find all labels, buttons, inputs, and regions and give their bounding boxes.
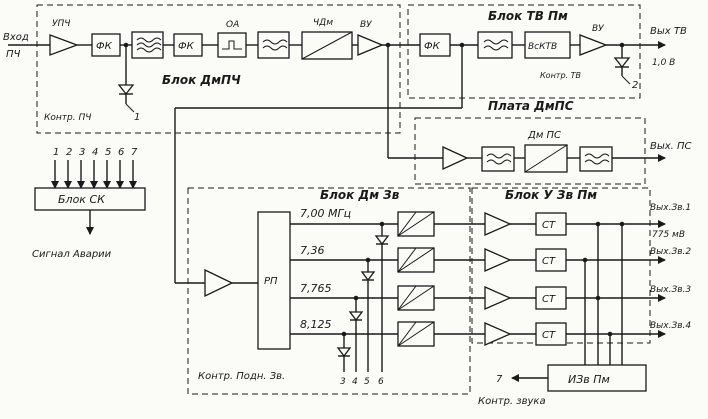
kontr-tv-label: Контр. ТВ [540, 71, 581, 80]
kontr-pch-label: Контр. ПЧ [44, 113, 91, 123]
upch-amplifier [49, 34, 79, 56]
fk1-box [91, 33, 121, 57]
filter1-icon [136, 37, 162, 53]
chdm-label: ЧДм [313, 18, 333, 28]
input-label-1: Вход [3, 32, 29, 43]
oa-icon [222, 40, 242, 50]
zv-amplifier [204, 268, 234, 298]
tvpm-title: Блок ТВ Пм [488, 9, 568, 23]
sk-input-5: 5 [105, 147, 111, 158]
vskvt-box [524, 31, 571, 59]
fk2-box [173, 33, 203, 57]
sk-input-4: 4 [92, 147, 98, 158]
kontr-zvuka-label: Контр. звука [478, 396, 546, 407]
dmps-title: Плата ДмПС [488, 99, 574, 113]
vskvt-label: ВсКТВ [528, 42, 557, 52]
tv-fk-box [419, 33, 451, 57]
sk-input-3: 3 [79, 147, 85, 158]
alarm-label: Сигнал Аварии [32, 249, 112, 260]
block-tvpm-frame [407, 4, 641, 99]
kontr-zv-num-6: 6 [378, 377, 384, 387]
freq-2: 7,36 [300, 244, 325, 257]
oa-label: ОА [226, 20, 239, 30]
zv-out-4: Вых.Зв.4 [650, 321, 691, 331]
tv-filter-icon [483, 39, 509, 51]
filter2-icon [262, 39, 288, 51]
kontr-tv-num: 2 [632, 80, 638, 91]
freq-4: 8,125 [300, 318, 332, 331]
diode-zv-3 [348, 311, 364, 322]
oa-box [217, 32, 247, 58]
diode-zv-1 [374, 235, 390, 246]
st-label-2: СТ [542, 256, 556, 267]
zv-out-3: Вых.Зв.3 [650, 285, 691, 295]
ps-filter2-box [579, 146, 613, 172]
vu-label: ВУ [360, 20, 372, 30]
upch-label: УПЧ [52, 19, 70, 29]
rp-box [257, 211, 291, 350]
block-dmps-frame [414, 117, 646, 185]
uzv-amp-1 [484, 212, 512, 236]
freq-3: 7,765 [300, 282, 332, 295]
kontr-zv-label: Контр. Подн. Зв. [198, 371, 285, 382]
block-dmpch-frame [36, 4, 401, 134]
sk-input-6: 6 [118, 147, 124, 158]
ps-amplifier [442, 145, 469, 171]
ps-out-label: Вых. ПС [650, 141, 692, 152]
filter1-box [131, 31, 164, 59]
tv-out-level: 1,0 В [652, 58, 675, 68]
uzv-amp-3 [484, 286, 512, 310]
fk2-label: ФК [178, 41, 195, 52]
zv-out-1: Вых.Зв.1 [650, 203, 691, 213]
uzv-amp-4 [484, 322, 512, 346]
tv-fk-label: ФК [424, 41, 441, 52]
diode-kontr-tv [613, 57, 631, 69]
vu-amplifier [357, 34, 384, 56]
diode-kontr-pch [117, 84, 135, 96]
zv-out-2: Вых.Зв.2 [650, 247, 691, 257]
izv-num: 7 [496, 374, 503, 385]
uzv-amp-2 [484, 248, 512, 272]
izv-label: ИЗв Пм [568, 373, 610, 386]
sk-input-7: 7 [131, 147, 138, 158]
diode-zv-2 [360, 271, 376, 282]
sk-input-2: 2 [66, 147, 72, 158]
kontr-pch-num: 1 [134, 112, 140, 123]
st-label-4: СТ [542, 330, 556, 341]
st-label-3: СТ [542, 294, 556, 305]
dmpch-title: Блок ДмПЧ [162, 73, 241, 87]
sk-input-1: 1 [53, 147, 59, 158]
kontr-zv-num-5: 5 [364, 377, 370, 387]
izv-box [547, 364, 647, 392]
tv-vu-label: ВУ [592, 24, 604, 34]
st-label-1: СТ [542, 220, 556, 231]
rp-label: РП [264, 276, 278, 287]
diode-zv-4 [336, 347, 352, 358]
dmps-sub: Дм ПС [527, 130, 561, 141]
freq-1: 7,00 МГц [300, 207, 351, 220]
input-label-2: ПЧ [6, 49, 21, 60]
fk1-label: ФК [96, 41, 113, 52]
dmzv-title: Блок Дм Зв [320, 188, 400, 202]
ps-filter1-box [481, 146, 515, 172]
kontr-zv-num-3: 3 [340, 377, 346, 387]
zv-out-level: 775 мВ [652, 230, 685, 240]
tv-out-label: Вых ТВ [650, 26, 687, 37]
filter2-box [257, 31, 290, 59]
tv-vu-amplifier [579, 34, 608, 56]
sk-title: Блок СК [58, 193, 106, 206]
tv-filter-box [477, 31, 513, 59]
block-dmzv-frame [187, 187, 471, 395]
uzvpm-title: Блок У Зв Пм [505, 188, 597, 202]
kontr-zv-num-4: 4 [352, 377, 358, 387]
